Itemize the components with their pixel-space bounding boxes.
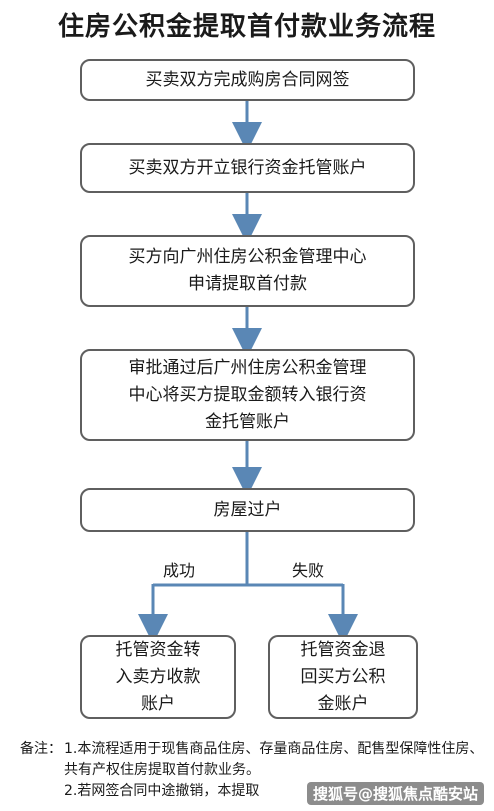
step-box-3: 买方向广州住房公积金管理中心 申请提取首付款 (80, 235, 415, 307)
step-text-5: 房屋过户 (213, 499, 282, 520)
step-box-5: 房屋过户 (80, 488, 415, 532)
success-label: 成功 (163, 561, 196, 580)
note-row-2: 2.若网签合同中途撤销，本提取 (20, 781, 490, 802)
note-row-1: 备注： 1.本流程适用于现售商品住房、存量商品住房、配售型保障性住房、共有产权住… (20, 739, 490, 781)
note-item-1: 1.本流程适用于现售商品住房、存量商品住房、配售型保障性住房、共有产权住房提取首… (64, 741, 484, 778)
step-box-4: 审批通过后广州住房公积金管理 中心将买方提取金额转入银行资 金托管账户 (80, 349, 415, 441)
note-item-2: 2.若网签合同中途撤销，本提取 (64, 783, 260, 799)
fail-label: 失败 (292, 561, 325, 580)
notes-prefix: 备注： (20, 741, 62, 757)
fail-box-text: 托管资金退 回买方公积 金账户 (300, 639, 386, 714)
note-spacer (20, 781, 64, 802)
step-box-1: 买卖双方完成购房合同网签 (80, 59, 415, 101)
fail-box: 托管资金退 回买方公积 金账户 (268, 635, 418, 719)
step-text-3: 买方向广州住房公积金管理中心 申请提取首付款 (128, 247, 367, 294)
step-box-2: 买卖双方开立银行资金托管账户 (80, 143, 415, 193)
page-title: 住房公积金提取首付款业务流程 (57, 12, 436, 42)
success-box: 托管资金转 入卖方收款 账户 (80, 635, 236, 719)
step-text-4: 审批通过后广州住房公积金管理 中心将买方提取金额转入银行资 金托管账户 (128, 357, 367, 432)
watermark-text: 搜狐号@搜狐焦点酷安站 (306, 782, 484, 805)
step-text-2: 买卖双方开立银行资金托管账户 (128, 157, 367, 178)
notes-section: 备注： 1.本流程适用于现售商品住房、存量商品住房、配售型保障性住房、共有产权住… (20, 739, 490, 802)
success-box-text: 托管资金转 入卖方收款 账户 (115, 639, 201, 714)
step-text-1: 买卖双方完成购房合同网签 (145, 69, 350, 90)
